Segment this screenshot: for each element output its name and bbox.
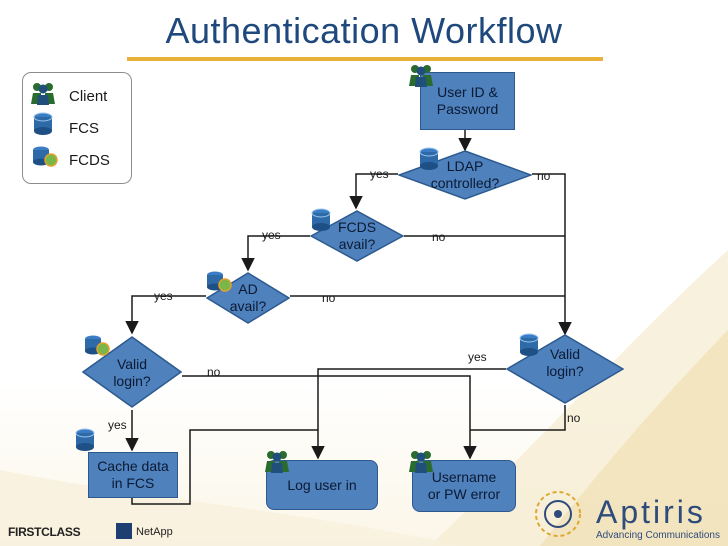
- edge-label-fcds-yes: yes: [262, 228, 281, 242]
- node-ldap-line1: LDAP: [446, 158, 484, 174]
- directory-server-icon: [85, 335, 110, 356]
- edge-fcds-yes: [241, 235, 310, 272]
- directory-server-icon: [207, 271, 232, 292]
- node-valid-right-line2: login?: [546, 363, 584, 379]
- netapp-logo-icon: [116, 523, 132, 539]
- node-log-in-line1: Log user in: [287, 476, 357, 493]
- people-group-icon: [409, 451, 433, 473]
- title-underline: [127, 57, 603, 61]
- node-fcds-line2: avail?: [338, 236, 376, 252]
- directory-server-icon: [33, 146, 58, 167]
- node-cache-data: Cache data in FCS: [88, 452, 178, 498]
- edge-cache-to-login: [131, 429, 318, 505]
- server-icon: [311, 208, 331, 231]
- edge-label-valid-right-no: no: [567, 411, 581, 425]
- netapp-logo-text: NetApp: [136, 526, 173, 538]
- edge-label-valid-left-yes: yes: [108, 418, 127, 432]
- node-ad-line2: avail?: [229, 298, 267, 314]
- edge-label-ldap-yes: yes: [370, 167, 389, 181]
- edge-label-ldap-no: no: [537, 169, 551, 183]
- edge-label-ad-no: no: [322, 291, 336, 305]
- edge-ldap-no: [532, 173, 572, 336]
- server-icon: [33, 112, 53, 135]
- node-cache-line2: in FCS: [111, 475, 155, 491]
- edge-label-valid-right-yes: yes: [468, 350, 487, 364]
- node-valid-left-line2: login?: [113, 373, 151, 389]
- node-valid-login-left: Valid login?: [82, 336, 182, 408]
- node-valid-left-line1: Valid: [116, 356, 148, 372]
- legend-label-client: Client: [69, 88, 108, 105]
- edge-ldap-yes: [349, 173, 398, 210]
- node-ldap-line2: controlled?: [430, 175, 500, 191]
- edge-label-fcds-no: no: [432, 230, 446, 244]
- edge-label-ad-yes: yes: [154, 289, 173, 303]
- edge-valid-right-no: [470, 405, 566, 431]
- aptiris-tagline: Advancing Communications: [596, 530, 720, 541]
- people-group-icon: [265, 451, 289, 473]
- server-icon: [75, 428, 95, 451]
- node-user-id-line2: Password: [436, 101, 499, 117]
- node-fcds-avail: FCDS avail?: [310, 210, 404, 262]
- people-group-icon: [409, 65, 433, 87]
- node-user-id-line1: User ID &: [437, 84, 498, 100]
- edge-ad-yes: [125, 295, 206, 335]
- people-group-icon: [31, 83, 55, 105]
- edge-label-valid-left-no: no: [207, 365, 221, 379]
- legend-label-fcds: FCDS: [69, 152, 110, 169]
- node-ad-line1: AD: [238, 281, 258, 297]
- slide-title: Authentication Workflow: [165, 10, 563, 51]
- server-icon: [519, 333, 539, 356]
- node-error-line1: Username: [431, 469, 497, 485]
- aptiris-logo-text: Aptiris: [596, 494, 706, 530]
- node-user-id-password: User ID & Password: [420, 72, 515, 130]
- node-cache-line1: Cache data: [97, 458, 169, 474]
- node-error-line2: or PW error: [427, 486, 501, 502]
- node-fcds-line1: FCDS: [337, 219, 377, 235]
- legend-label-fcs: FCS: [69, 120, 99, 137]
- server-icon: [419, 147, 439, 170]
- edge-valid-right-yes: [311, 368, 506, 460]
- firstclass-logo-text: FIRSTCLASS: [8, 525, 81, 539]
- aptiris-logo-icon: [535, 491, 581, 537]
- node-valid-right-line1: Valid: [549, 346, 581, 362]
